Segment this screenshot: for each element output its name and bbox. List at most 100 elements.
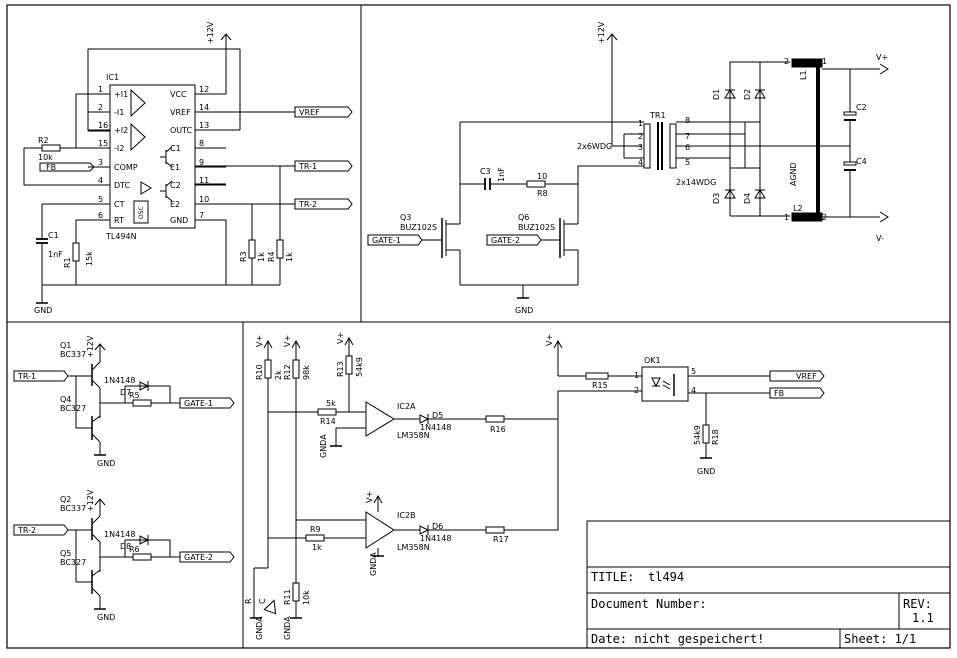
opto-gnd: GND [697,467,715,476]
q3-value: BUZ102S [400,223,437,232]
svg-text:1: 1 [638,119,643,128]
ic1-left-pin-label: RT [114,216,124,225]
svg-text:2: 2 [634,386,639,395]
ic1-left-pin-num: 4 [98,176,103,185]
ok1-optocoupler [641,366,689,402]
ic1-left-pin-num: 15 [98,139,108,148]
ic1-left-pin-label: COMP [114,163,138,172]
ok1-name: OK1 [644,356,661,365]
ic2b-value: LM358N [397,543,430,552]
ic1-left-pin-label: DTC [114,181,131,190]
driver2-gnd: GND [97,613,115,622]
controller-section: +12V IC1 TL494N 1+I12-I116+I215-I23COMP4… [23,21,353,315]
r12-name: R12 [283,364,292,380]
r6-name: R6 [129,545,140,554]
ic1-left-pin-num: 5 [98,195,103,204]
r10-value: 2k [274,370,283,380]
svg-text:2: 2 [638,132,643,141]
d8-name: D8 [120,542,131,551]
ic1-right-pin-num: 9 [199,158,204,167]
r12-value: 98k [302,365,311,380]
driver1-gate1-label: GATE-1 [184,399,213,408]
vref-net-flag [294,106,353,118]
r9-value: 1k [312,543,322,552]
ic1-left-pin-num: 16 [98,121,108,130]
q5-name: Q5 [60,549,71,558]
vcc-12v-label-2: +12V [597,21,606,44]
ic2a-opamp [365,401,395,437]
svg-text:1: 1 [634,371,639,380]
svg-text:8: 8 [685,116,690,125]
document-number-label: Document Number: [591,597,707,611]
l1-inductor [791,58,823,68]
gate1-net-flag [367,234,423,246]
r13-name: R13 [336,361,345,377]
q1-value: BC337 [60,350,86,359]
tr1-primary: 2x6WDG [577,142,612,151]
feedback-section: V+ V+ V+ R10 2k R12 98k R13 54k9 5k R14 … [244,332,825,640]
tr1-name: TR1 [649,111,666,120]
ic1-right-pin-num: 10 [199,195,209,204]
driver2-tr2-flag [13,524,69,536]
gnd-label-1: GND [34,306,52,315]
r3-value: 1k [257,252,266,262]
ic1-right-pin-label: OUTC [170,126,193,135]
svg-text:4: 4 [638,158,643,167]
q6-name: Q6 [518,213,529,222]
q3-name: Q3 [400,213,411,222]
vplus-r13: V+ [336,332,345,344]
tr1-secondary: 2x14WDG [676,178,716,187]
l2-name: L2 [793,204,803,213]
ic1-left-pin-num: 2 [98,103,103,112]
ic1-left-pin-num: 3 [98,158,103,167]
r2-value: 10k [38,153,53,162]
q5-value: BC327 [60,558,86,567]
ic1-part: TL494N [105,232,137,241]
ic1-body [109,84,196,229]
ic1-right-pin-num: 12 [199,85,209,94]
tr2-net-flag [294,198,353,210]
agnd-label: AGND [789,162,798,186]
opto-vref-flag [769,370,825,382]
d3-name: D3 [712,193,721,204]
ic1-right-pin-label: E2 [170,200,180,209]
ic1-right-pin-num: 7 [199,211,204,220]
vplus-label: V+ [876,53,888,62]
power-stage-section: +12V TR1 2x6WDG 2x14WDG 1 2 3 4 8 7 6 5 [367,21,889,315]
rev-value: 1.1 [912,611,934,625]
c3-name: C3 [480,167,491,176]
c-label: C [258,598,267,604]
l2-inductor [791,212,823,222]
gate2-net-label: GATE-2 [491,236,520,245]
ic1-left-pin-label: +I1 [114,90,128,99]
tr2-net-label: TR-2 [298,200,317,209]
r18-name: R18 [711,429,720,445]
r11-name: R11 [283,589,292,605]
r8-value: 10 [537,172,547,181]
ic1-left-pin-label: +I2 [114,126,128,135]
opto-fb-label: FB [774,389,784,398]
r9-name: R9 [310,525,321,534]
ic1-left-pin-num: 1 [98,85,103,94]
ic1-right-pin-label: E1 [170,163,180,172]
ic1-right-pin-label: VREF [170,108,191,117]
osc-label: OSC [138,206,145,219]
ic1-right-pin-num: 11 [199,176,209,185]
q4-name: Q4 [60,395,71,404]
r18-value: 54k9 [693,425,702,445]
q2-name: Q2 [60,495,71,504]
q4-value: BC327 [60,404,86,413]
r17-name: R17 [493,535,509,544]
ic1-left-pin-label: -I1 [114,108,124,117]
r16-name: R16 [490,425,506,434]
vplus-r12: V+ [283,335,292,347]
svg-text:5: 5 [691,367,696,376]
vplus-r10: V+ [255,335,264,347]
ic1-left-pin-label: -I2 [114,144,124,153]
r3-name: R3 [239,251,248,262]
sheet-label: Sheet: 1/1 [844,632,916,646]
svg-text:5: 5 [685,158,690,167]
gate1-net-label: GATE-1 [372,236,401,245]
ic2a-value: LM358N [397,431,430,440]
